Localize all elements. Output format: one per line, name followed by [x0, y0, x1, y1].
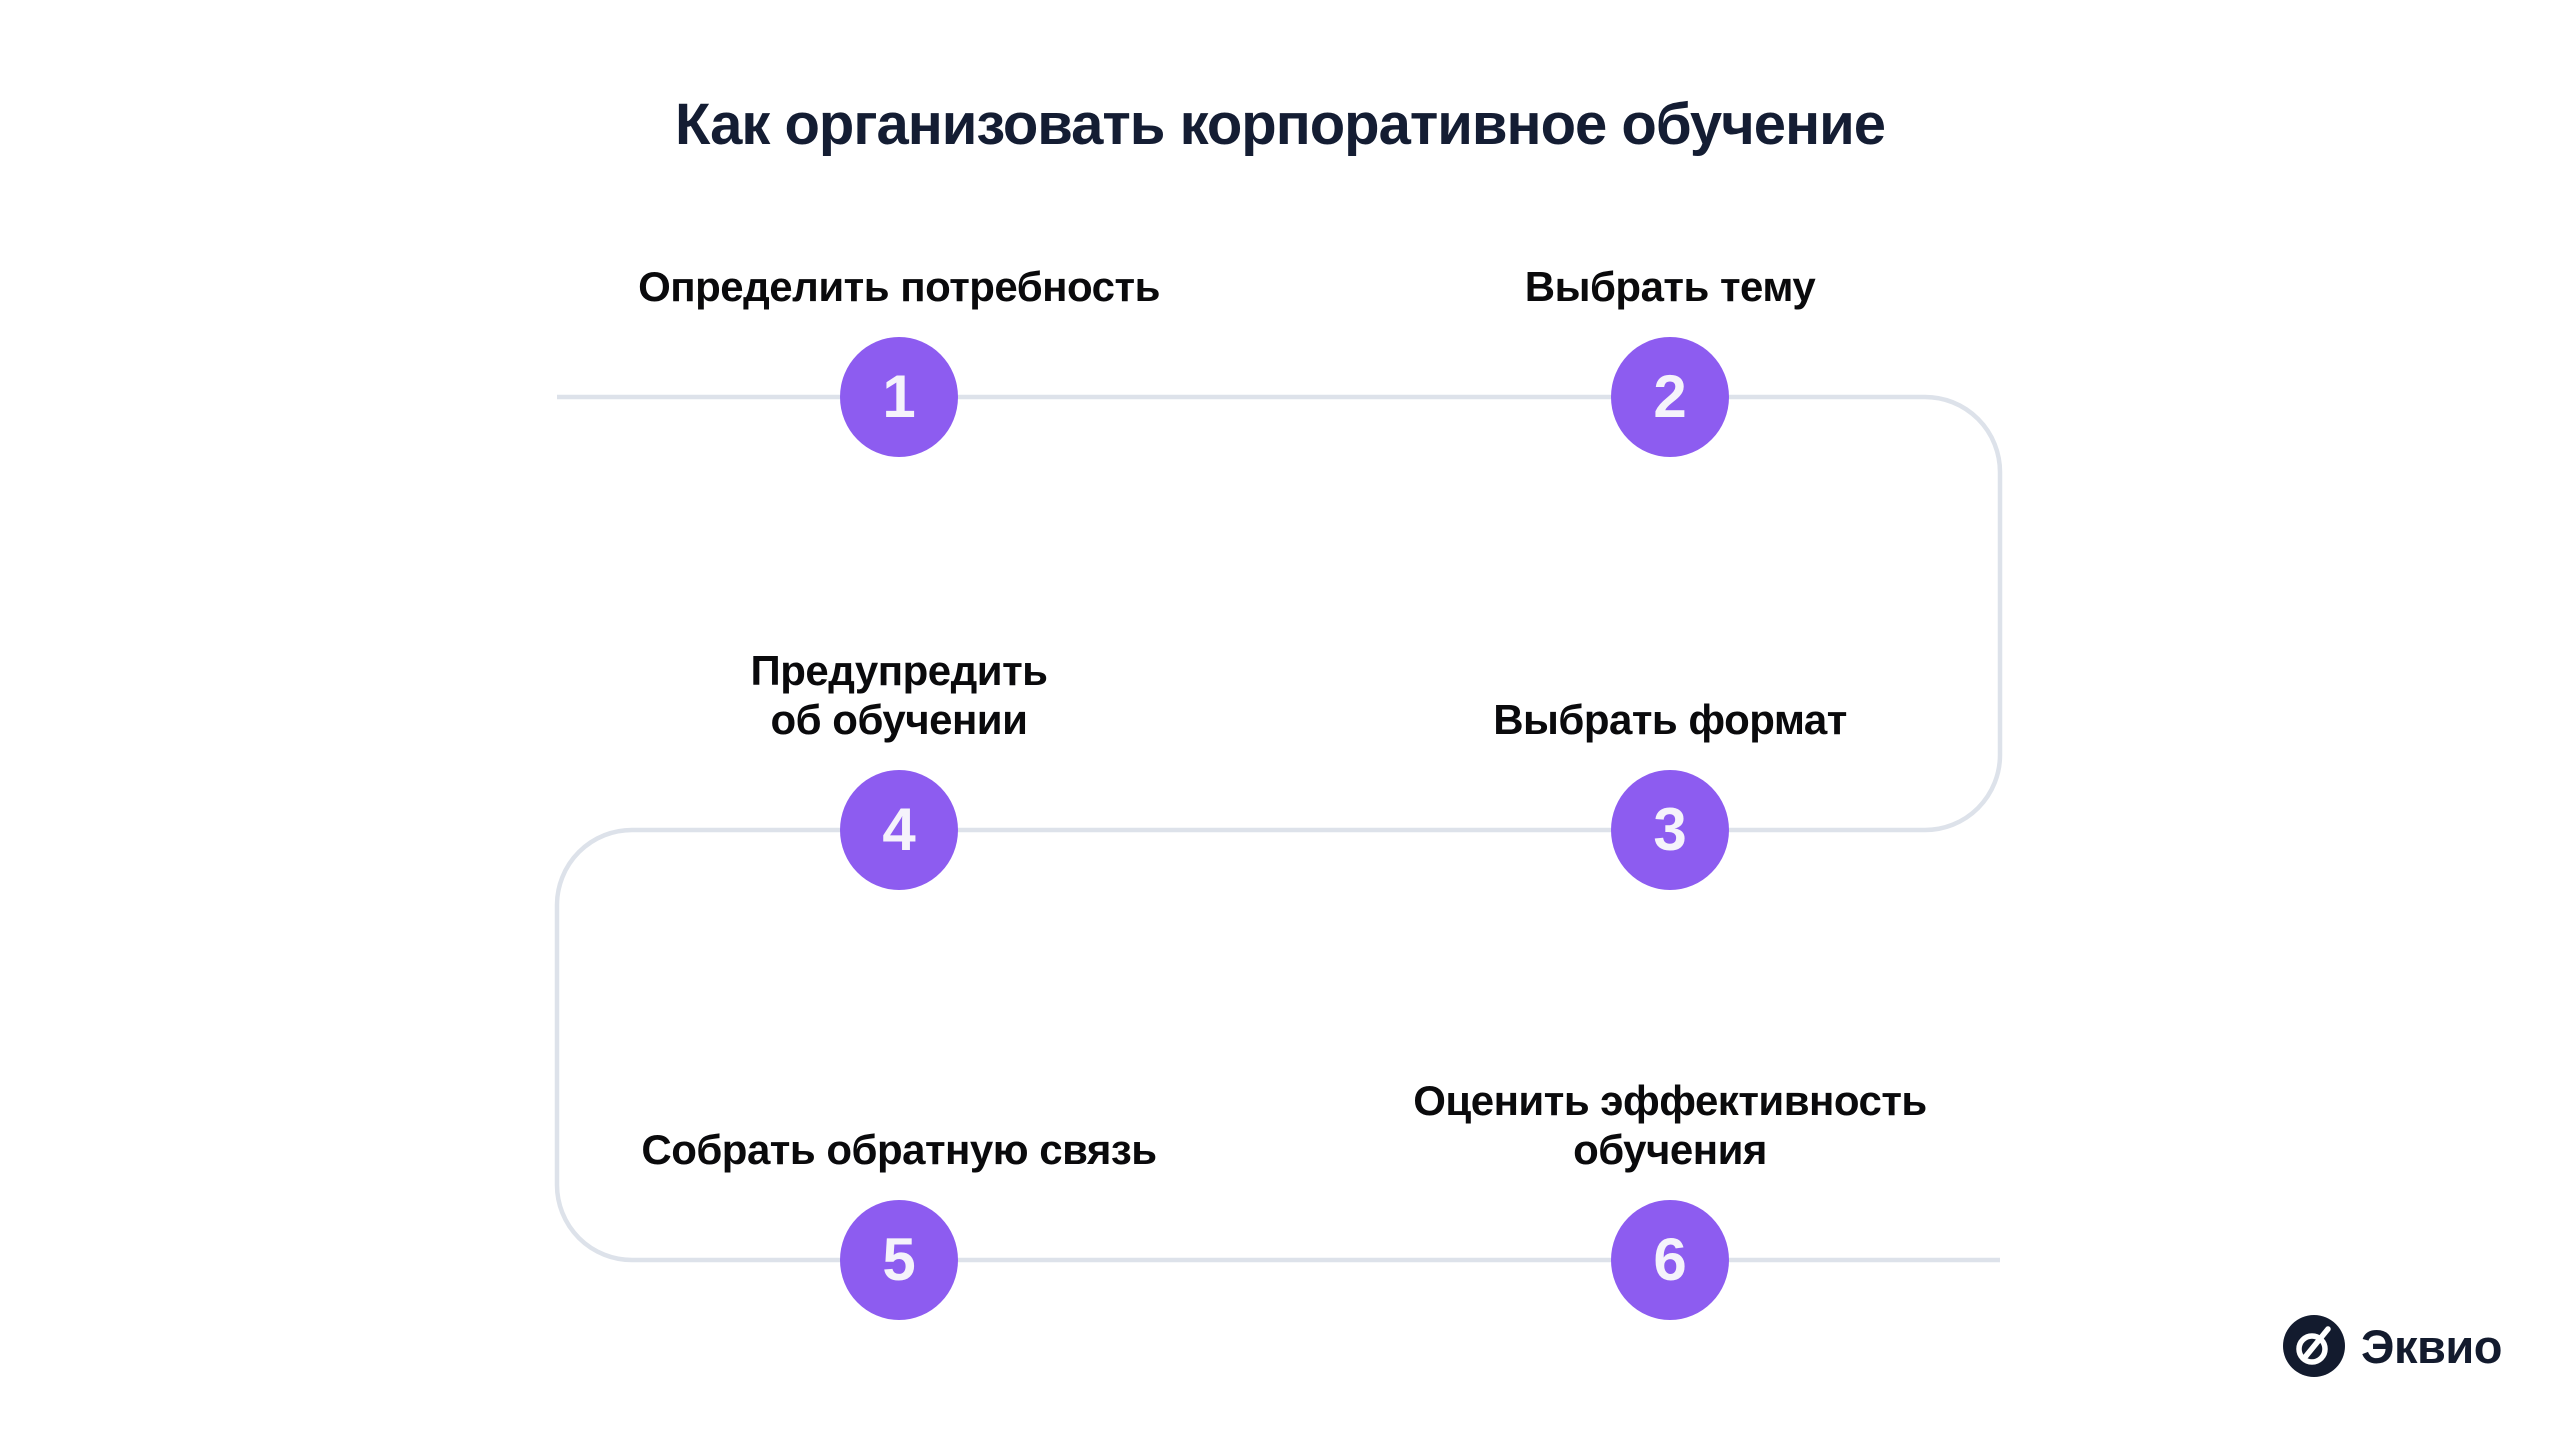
step-5-marker: 5: [840, 1200, 958, 1320]
step-6-label: Оценить эффективность обучения: [1413, 1077, 1927, 1173]
eqvio-logo-icon: [2283, 1315, 2346, 1377]
snake-path: [554, 394, 2003, 1263]
brand-name: Эквио: [2361, 1319, 2502, 1373]
step-5-label: Собрать обратную связь: [641, 1126, 1157, 1173]
step-1-number: 1: [882, 363, 916, 430]
step-1-label: Определить потребность: [638, 263, 1160, 310]
step-2-number: 2: [1653, 363, 1687, 430]
brand-logo: Эквио: [2283, 1314, 2502, 1378]
step-6-number: 6: [1653, 1226, 1687, 1293]
step-2-label: Выбрать тему: [1524, 263, 1816, 310]
step-3-label: Выбрать формат: [1493, 696, 1847, 743]
step-4-number: 4: [882, 796, 916, 863]
step-2-marker: 2: [1611, 337, 1729, 457]
step-4-label: Предупредить об обучении: [750, 647, 1048, 743]
page-title: Как организовать корпоративное обучение: [674, 92, 1886, 157]
step-3-marker: 3: [1611, 770, 1729, 890]
step-4-marker: 4: [840, 770, 958, 890]
step-3-number: 3: [1653, 796, 1687, 863]
step-6-marker: 6: [1611, 1200, 1729, 1320]
step-5-number: 5: [882, 1226, 916, 1293]
step-1-marker: 1: [840, 337, 958, 457]
